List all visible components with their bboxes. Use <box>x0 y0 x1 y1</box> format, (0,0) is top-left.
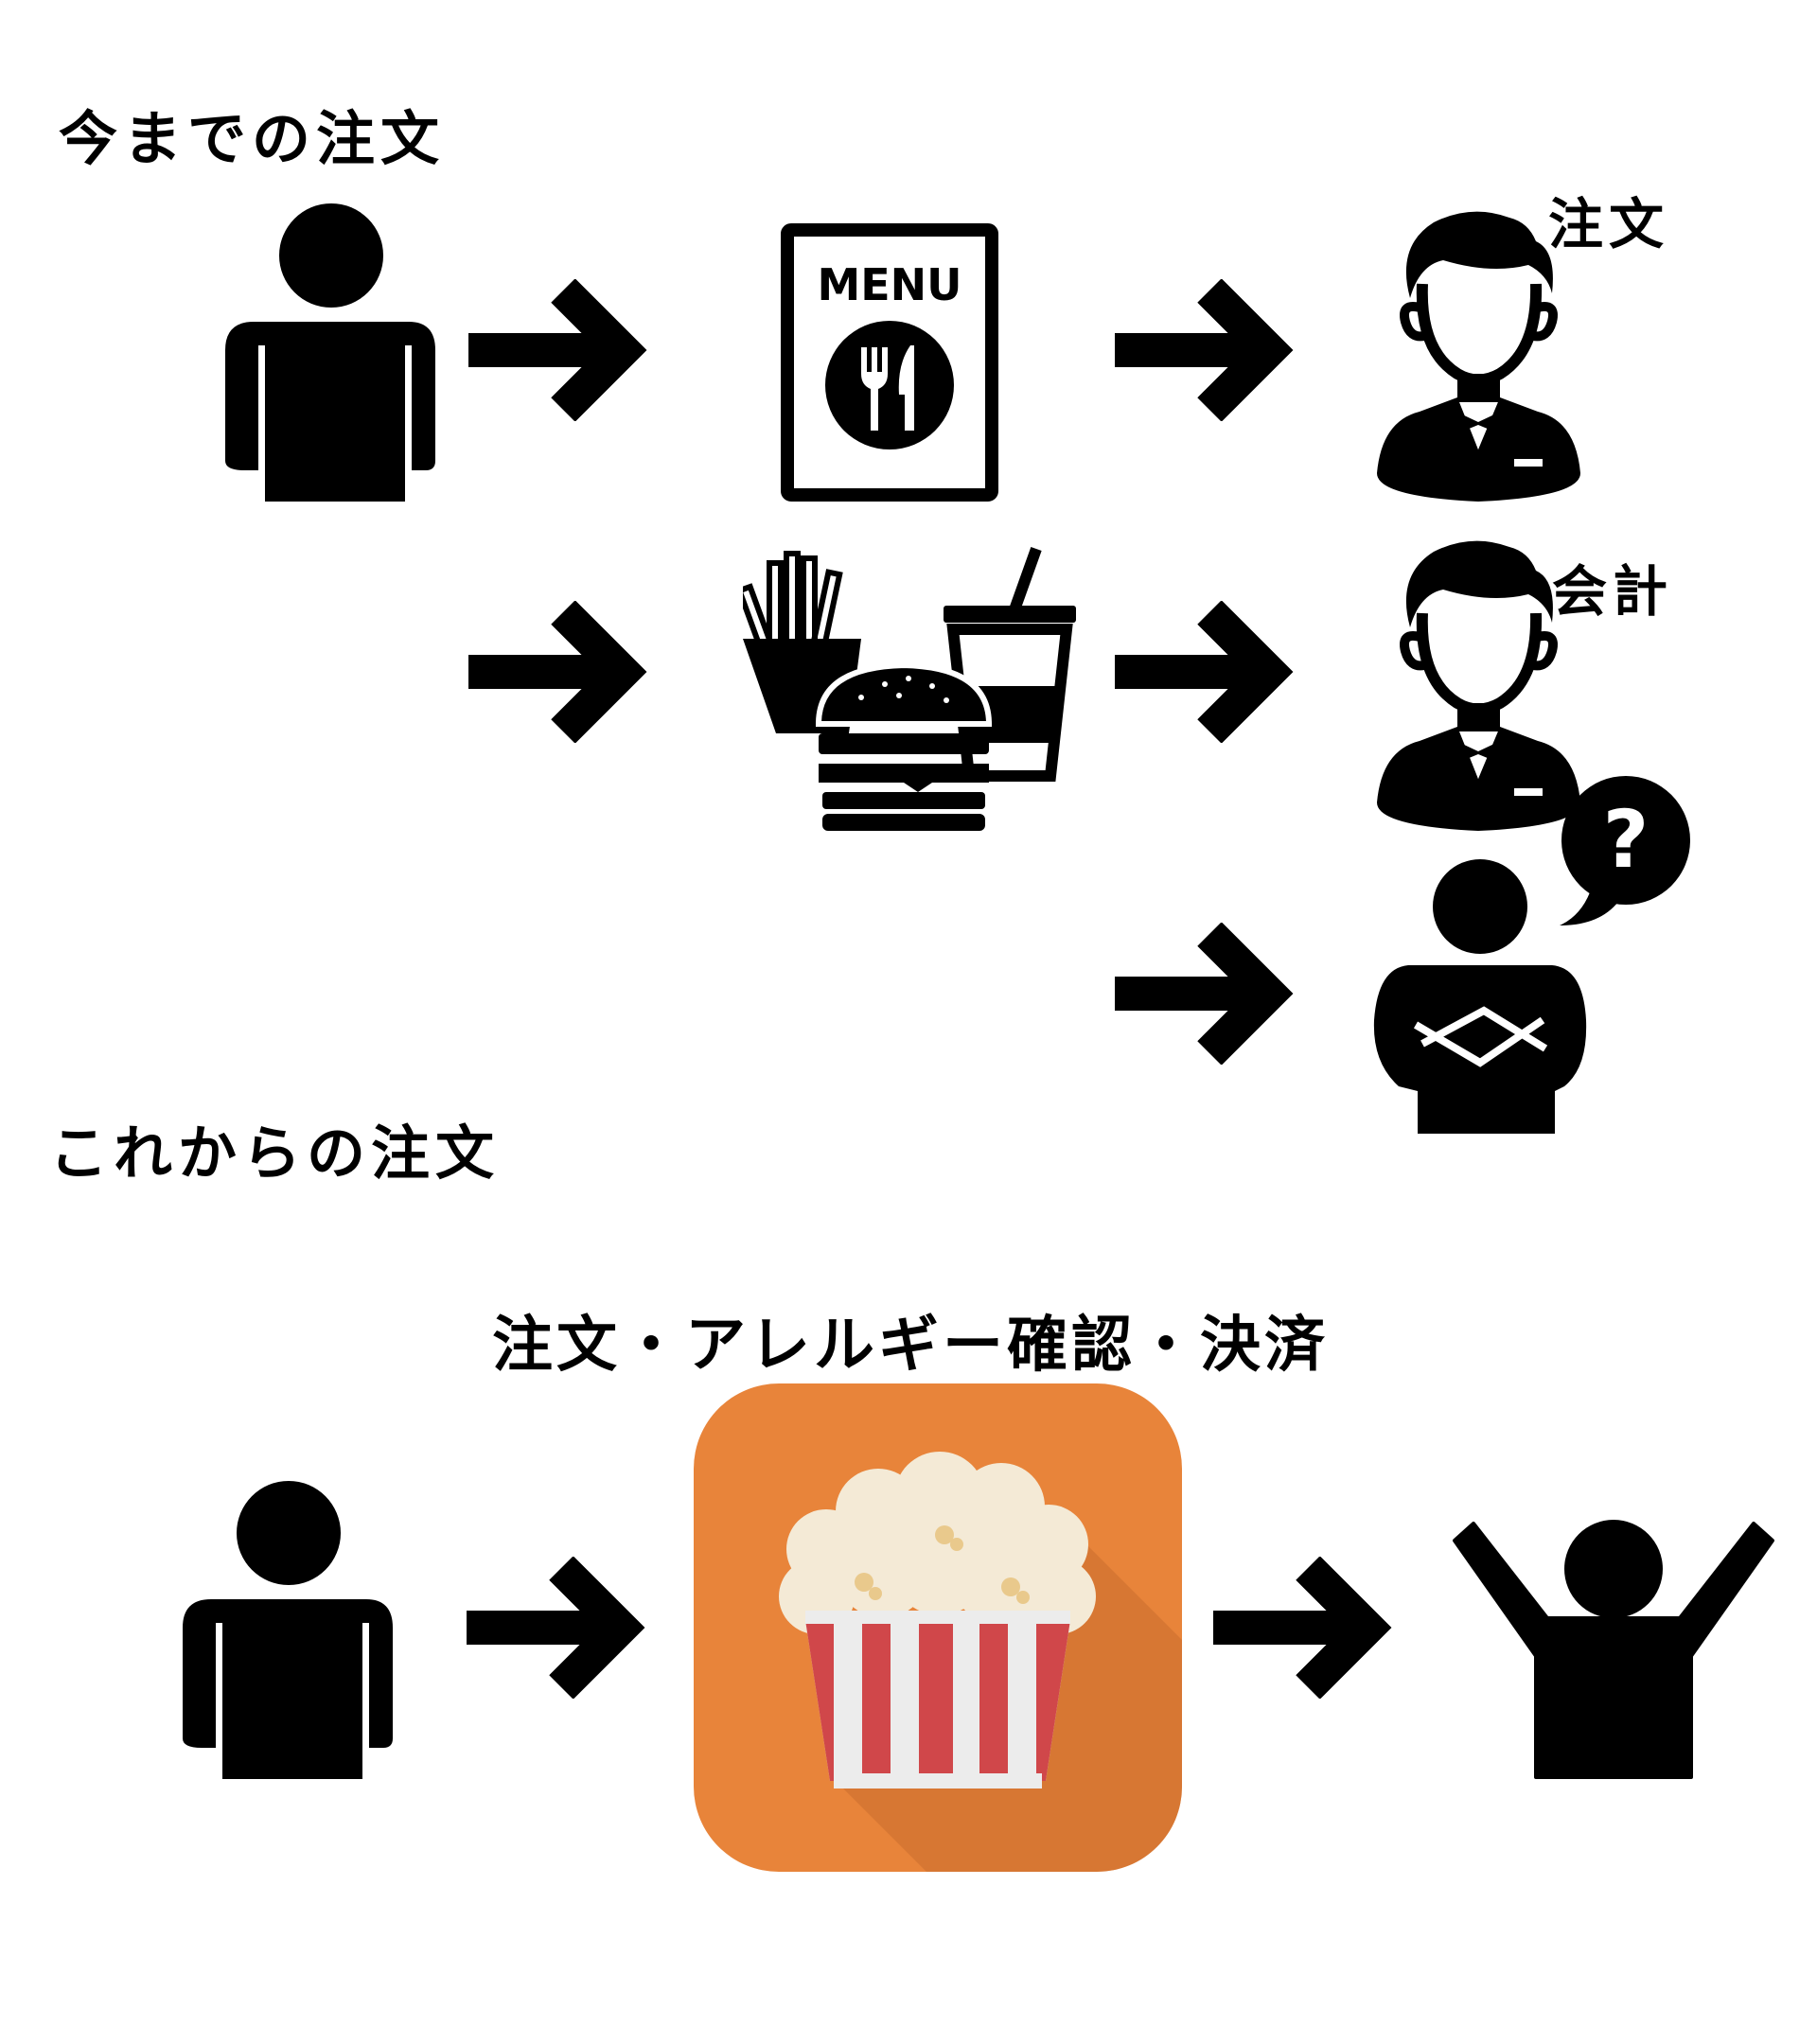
arrow-icon <box>1115 923 1294 1065</box>
order-label: 注文 <box>1548 192 1670 256</box>
waiter-icon <box>1377 540 1580 831</box>
menu-title: MENU <box>817 259 961 310</box>
question-mark: ? <box>1603 793 1649 886</box>
person-icon <box>225 203 435 502</box>
menu-card-icon: MENU <box>781 223 998 502</box>
waiter-icon <box>1377 211 1580 502</box>
question-bubble-icon: ? <box>1560 776 1690 925</box>
arrow-icon <box>468 601 647 743</box>
old-flow-heading: 今までの注文 <box>59 104 446 173</box>
new-flow-heading: これからの注文 <box>49 1119 501 1188</box>
arrow-icon <box>467 1557 645 1699</box>
arrow-icon <box>1115 279 1294 421</box>
payment-label: 会計 <box>1552 559 1674 624</box>
happy-person-icon <box>1453 1520 1774 1779</box>
arrow-icon <box>468 279 647 421</box>
popcorn-app-icon[interactable] <box>694 1383 1182 1872</box>
arrow-icon <box>1115 601 1294 743</box>
fast-food-icon <box>743 546 1076 831</box>
arrow-icon <box>1213 1557 1392 1699</box>
person-icon <box>183 1481 393 1779</box>
confused-customer-icon <box>1373 859 1587 1134</box>
app-features-label: 注文・アレルギー確認・決済 <box>492 1311 1329 1381</box>
